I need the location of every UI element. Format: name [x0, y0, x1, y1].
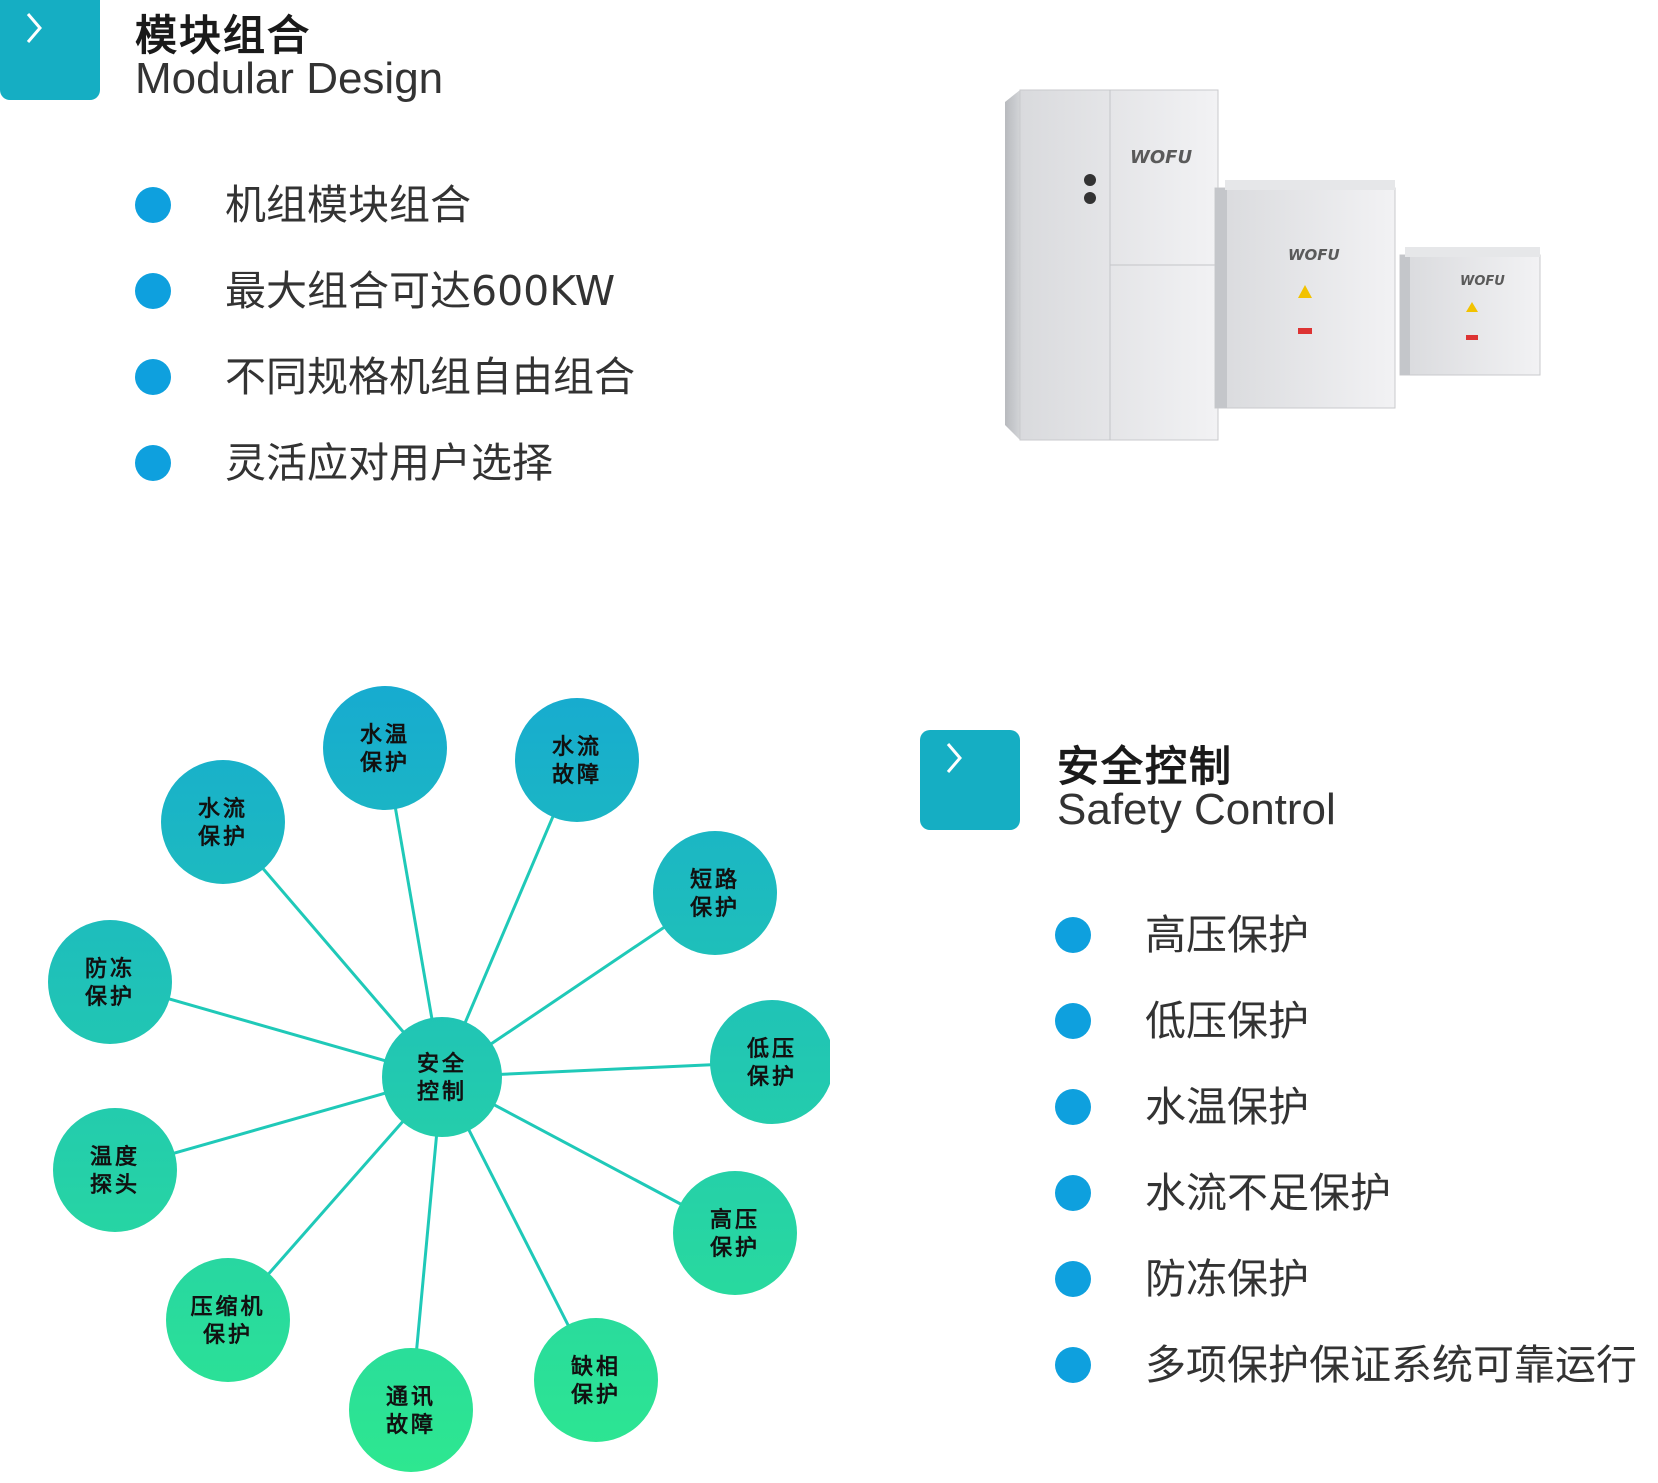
node-label: 高压 [710, 1207, 760, 1233]
dot-icon [1055, 1347, 1091, 1383]
section-icon-modular [0, 0, 100, 100]
brand-logo: WOFU [1288, 246, 1340, 264]
node-circle [349, 1348, 473, 1472]
dot-icon [1055, 1261, 1091, 1297]
node-label: 保护 [84, 985, 135, 1010]
node-label: 低压 [746, 1037, 797, 1062]
list-item: 灵活应对用户选择 [135, 420, 635, 506]
feature-text: 不同规格机组自由组合 [225, 353, 635, 401]
network-node: 高压保护 [673, 1171, 797, 1295]
feature-text: 低压保护 [1145, 997, 1309, 1045]
chevron-right-icon [26, 13, 42, 43]
list-item: 防冻保护 [1055, 1236, 1637, 1322]
list-item: 水流不足保护 [1055, 1150, 1637, 1236]
feature-text: 最大组合可达600KW [225, 267, 616, 315]
node-label: 水流 [552, 734, 602, 760]
network-node: 水温保护 [323, 686, 447, 810]
node-label: 防冻 [85, 956, 135, 982]
brand-logo: WOFU [1460, 274, 1505, 289]
dot-icon [135, 187, 171, 223]
feature-text: 防冻保护 [1145, 1255, 1309, 1303]
node-label: 保护 [359, 751, 410, 776]
feature-text: 高压保护 [1145, 911, 1309, 959]
safety-feature-list: 高压保护 低压保护 水温保护 水流不足保护 防冻保护 多项保护保证系统可靠运行 [1055, 892, 1637, 1408]
dot-icon [135, 273, 171, 309]
node-label: 短路 [690, 867, 740, 893]
dot-icon [135, 359, 171, 395]
node-label: 压缩机 [190, 1294, 265, 1320]
node-circle [534, 1318, 658, 1442]
brand-logo: WOFU [1130, 147, 1192, 168]
node-circle [382, 1017, 502, 1137]
modular-title-cn: 模块组合 [135, 11, 312, 60]
node-circle [48, 920, 172, 1044]
safety-title-cn: 安全控制 [1057, 742, 1234, 791]
node-label: 温度 [90, 1144, 140, 1170]
dot-icon [1055, 1003, 1091, 1039]
list-item: 多项保护保证系统可靠运行 [1055, 1322, 1637, 1408]
feature-text: 水温保护 [1145, 1083, 1309, 1131]
section-icon-safety [920, 730, 1020, 830]
safety-title-en: Safety Control [1057, 785, 1336, 834]
node-circle [53, 1108, 177, 1232]
node-label: 水流 [198, 796, 248, 822]
node-label: 故障 [552, 762, 602, 788]
list-item: 机组模块组合 [135, 162, 635, 248]
product-image: WOFU WOFU WOFU [1005, 89, 1541, 441]
node-circle [653, 831, 777, 955]
network-center-node: 安全控制 [382, 1017, 502, 1137]
list-item: 最大组合可达600KW [135, 248, 635, 334]
chevron-right-icon [946, 743, 962, 773]
network-node: 低压保护 [710, 1000, 830, 1124]
node-label: 保护 [746, 1065, 797, 1090]
dot-icon [1055, 1089, 1091, 1125]
network-nodes: 水温保护水流故障短路保护低压保护高压保护缺相保护通讯故障压缩机保护温度探头防冻保… [48, 686, 830, 1472]
network-node: 防冻保护 [48, 920, 172, 1044]
node-label: 控制 [417, 1079, 467, 1105]
node-label: 保护 [202, 1323, 253, 1348]
node-label: 缺相 [571, 1354, 621, 1380]
safety-network-diagram: 水温保护水流故障短路保护低压保护高压保护缺相保护通讯故障压缩机保护温度探头防冻保… [48, 686, 830, 1472]
node-circle [515, 698, 639, 822]
dot-icon [1055, 917, 1091, 953]
feature-text: 多项保护保证系统可靠运行 [1145, 1341, 1637, 1389]
node-label: 通讯 [386, 1385, 436, 1410]
dot-icon [1055, 1175, 1091, 1211]
modular-feature-list: 机组模块组合 最大组合可达600KW 不同规格机组自由组合 灵活应对用户选择 [135, 162, 635, 506]
list-item: 不同规格机组自由组合 [135, 334, 635, 420]
node-label: 保护 [570, 1383, 621, 1408]
node-label: 故障 [386, 1412, 436, 1438]
list-item: 低压保护 [1055, 978, 1637, 1064]
node-circle [161, 760, 285, 884]
node-label: 探头 [90, 1172, 140, 1198]
node-label: 保护 [709, 1236, 760, 1261]
modular-title-en: Modular Design [135, 54, 444, 103]
feature-text: 灵活应对用户选择 [225, 439, 553, 487]
node-circle [710, 1000, 830, 1124]
feature-text: 水流不足保护 [1145, 1169, 1391, 1217]
node-circle [673, 1171, 797, 1295]
list-item: 高压保护 [1055, 892, 1637, 978]
node-label: 水温 [360, 723, 410, 748]
node-label: 保护 [689, 896, 740, 921]
node-label: 保护 [197, 825, 248, 850]
node-circle [166, 1258, 290, 1382]
node-circle [323, 686, 447, 810]
dot-icon [135, 445, 171, 481]
node-label: 安全 [417, 1051, 467, 1077]
feature-text: 机组模块组合 [225, 181, 471, 229]
list-item: 水温保护 [1055, 1064, 1637, 1150]
